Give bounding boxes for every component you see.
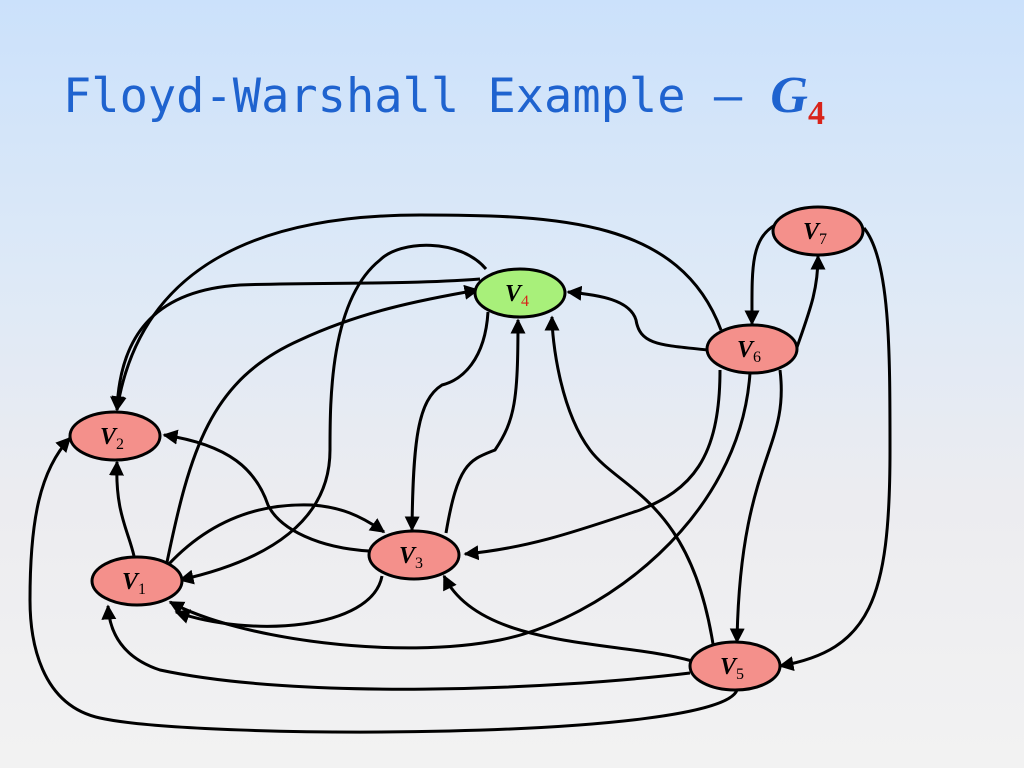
slide-title: Floyd-Warshall Example – G4 (63, 66, 825, 133)
node-shape (68, 410, 162, 462)
edge-v7-to-v6 (744, 223, 776, 326)
edge-v1-to-v2 (108, 460, 136, 557)
edge-v1-to-v3 (166, 503, 386, 567)
edge-v1-to-v4 (164, 284, 480, 568)
node-index: 7 (819, 231, 827, 248)
edge-v5-to-v2 (28, 436, 739, 734)
node-v7: V7 (771, 205, 865, 257)
node-index: 2 (116, 436, 124, 453)
node-shape (367, 529, 461, 581)
node-v1: V1 (90, 555, 184, 607)
edge-v5-to-v3 (442, 574, 693, 663)
edge-v5-to-v4 (544, 315, 715, 645)
node-shape (688, 640, 782, 692)
node-v6: V6 (705, 323, 799, 375)
node-index: 4 (521, 293, 529, 310)
edge-v4-to-v1 (178, 243, 488, 585)
node-shape (771, 205, 865, 257)
edge-v7-to-v5 (778, 227, 892, 672)
node-index: 1 (138, 581, 146, 598)
edge-v5-to-v1 (101, 604, 691, 691)
edge-v6-to-v2 (111, 213, 723, 412)
edge-v4-to-v2 (110, 277, 481, 412)
title-graph-index: 4 (807, 95, 825, 132)
node-index: 6 (753, 349, 761, 366)
node-index: 5 (736, 666, 744, 683)
edge-v3-to-v1 (174, 575, 384, 628)
node-v5: V5 (688, 640, 782, 692)
edge-v6-to-v4 (566, 285, 709, 352)
node-v4: V4 (473, 267, 567, 319)
node-v2: V2 (68, 410, 162, 462)
edge-v6-to-v3 (463, 369, 722, 561)
node-shape (473, 267, 567, 319)
edge-v3-to-v4 (444, 318, 526, 534)
node-shape (705, 323, 799, 375)
title-text: Floyd-Warshall Example – (63, 69, 771, 124)
edges (28, 213, 892, 734)
edge-v6-to-v1 (168, 372, 752, 650)
node-index: 3 (415, 555, 423, 572)
edge-v6-to-v7 (794, 254, 826, 351)
edge-v6-to-v5 (729, 369, 783, 644)
title-graph-symbol: G (770, 67, 808, 124)
node-v3: V3 (367, 529, 461, 581)
edge-v4-to-v3 (404, 311, 490, 532)
node-shape (90, 555, 184, 607)
edge-v3-to-v2 (162, 429, 370, 553)
